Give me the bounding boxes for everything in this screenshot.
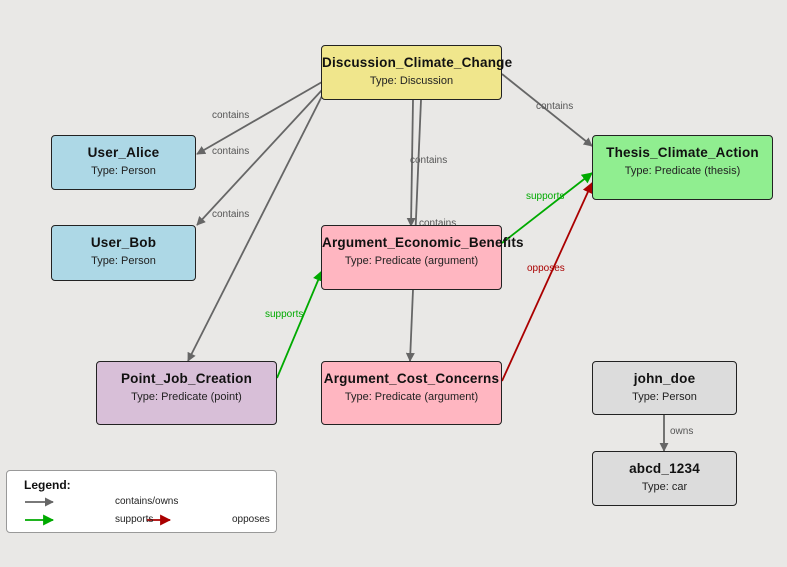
node-abcd-1234[interactable]: abcd_1234 Type: car (592, 451, 737, 506)
edge-label-discussion-thesis: contains (536, 101, 573, 112)
legend-contains-owns-label: contains/owns (115, 496, 179, 507)
edge-arg-cost-to-thesis (501, 181, 593, 382)
node-title: Argument_Economic_Benefits (322, 235, 524, 250)
node-title: Discussion_Climate_Change (322, 55, 513, 70)
edge-label-discussion-alice: contains (212, 110, 249, 121)
edge-discussion-to-alice (196, 81, 323, 155)
edge-label-arg-cost-thesis: opposes (527, 263, 565, 274)
edge-discussion-to-point-job (187, 95, 323, 362)
node-argument-cost-concerns[interactable]: Argument_Cost_Concerns Type: Predicate (… (321, 361, 502, 425)
legend-supports-label: supports (115, 514, 154, 525)
node-thesis-climate-action[interactable]: Thesis_Climate_Action Type: Predicate (t… (592, 135, 773, 200)
node-discussion-climate-change[interactable]: Discussion_Climate_Change Type: Discussi… (321, 45, 513, 100)
node-type: Type: car (641, 481, 688, 493)
node-title: User_Alice (87, 145, 160, 160)
edge-label-john-abcd: owns (670, 426, 693, 437)
node-type: Type: Discussion (369, 75, 454, 87)
node-john-doe[interactable]: john_doe Type: Person (592, 361, 737, 415)
node-title: abcd_1234 (629, 461, 700, 476)
node-title: User_Bob (90, 235, 157, 250)
edge-label-discussion-point-job: contains (212, 209, 249, 220)
edge-label-point-job-arg-econ: supports (265, 309, 303, 320)
legend-swatches (25, 497, 172, 526)
edge-discussion-to-thesis (501, 73, 593, 147)
edge-discussion-to-arg-econ (406, 99, 416, 227)
node-type: Type: Predicate (argument) (344, 391, 479, 403)
node-type: Type: Person (91, 255, 156, 267)
legend-title: Legend: (24, 478, 71, 492)
node-type: Type: Person (632, 391, 697, 403)
edge-label-discussion-bob: contains (212, 146, 249, 157)
node-title: Point_Job_Creation (120, 371, 253, 386)
node-type: Type: Predicate (argument) (344, 255, 479, 267)
edge-label-discussion-arg-cost: contains (419, 218, 456, 229)
edge-arg-econ-to-thesis (501, 172, 593, 244)
edge-label-arg-econ-thesis: supports (526, 191, 564, 202)
node-type: Type: Predicate (point) (131, 391, 242, 403)
node-type: Type: Predicate (thesis) (624, 165, 741, 177)
legend: Legend: contains/owns supports opposes (6, 470, 277, 533)
node-argument-economic-benefits[interactable]: Argument_Economic_Benefits Type: Predica… (321, 225, 524, 290)
node-point-job-creation[interactable]: Point_Job_Creation Type: Predicate (poin… (96, 361, 277, 425)
legend-opposes-label: opposes (232, 514, 270, 525)
edge-discussion-to-bob (196, 89, 323, 226)
node-user-bob[interactable]: User_Bob Type: Person (51, 225, 196, 281)
node-user-alice[interactable]: User_Alice Type: Person (51, 135, 196, 190)
node-title: Argument_Cost_Concerns (323, 371, 500, 386)
node-type: Type: Person (91, 165, 156, 177)
node-title: Thesis_Climate_Action (606, 145, 759, 160)
edge-label-discussion-arg-econ: contains (410, 155, 447, 166)
edge-point-job-to-arg-econ (276, 269, 324, 379)
node-title: john_doe (633, 371, 696, 386)
